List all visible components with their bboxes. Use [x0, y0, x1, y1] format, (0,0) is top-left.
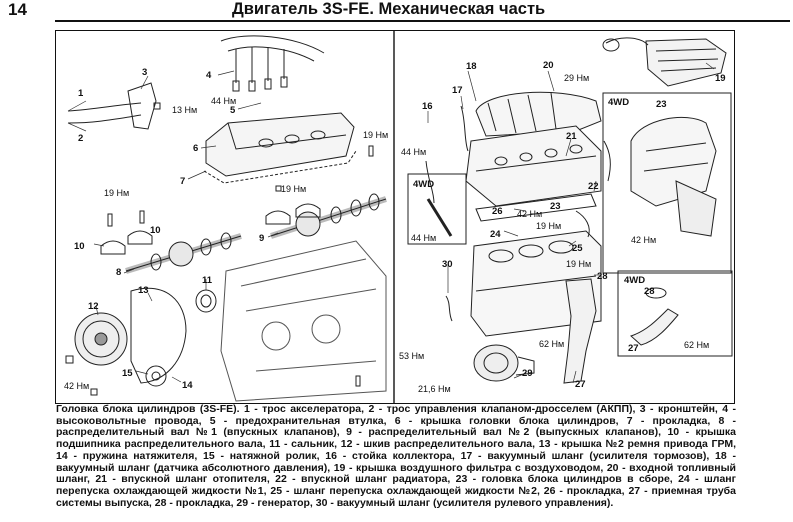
part-label-9: 9 [259, 233, 264, 244]
hv-wires-shape [220, 35, 325, 92]
torque-label-21-6: 21,6 Нм [418, 384, 451, 394]
engine-block-sketch [220, 240, 387, 402]
variant-label-pipe: 4WD [624, 275, 645, 286]
accelerator-cable-shape [67, 102, 142, 112]
variant-box-head [602, 92, 732, 274]
part-label-13: 13 [138, 285, 149, 296]
cylinder-head-shape [465, 125, 602, 207]
variant-pipe-shape [630, 287, 679, 346]
part-label-23: 23 [656, 99, 667, 110]
part-label-23b: 23 [550, 201, 561, 212]
hose-16-shape [425, 160, 435, 204]
timing-cover-shape [130, 287, 187, 384]
bearing-caps-shape [100, 203, 321, 255]
torque-label-42-mid: 42 Нм [517, 209, 542, 219]
idler-pulley-shape [145, 365, 167, 387]
part-label-2: 2 [78, 133, 83, 144]
part-label-18: 18 [466, 61, 477, 72]
part-label-11: 11 [202, 275, 213, 286]
part-label-10a: 10 [74, 241, 85, 252]
torque-label-42-left: 42 Нм [64, 381, 89, 391]
figure-caption: Головка блока цилиндров (3S-FE). 1 - тро… [56, 403, 736, 509]
air-filter-cover-shape [602, 37, 727, 87]
camshaft-2-shape [270, 193, 387, 239]
torque-label-44-right: 44 Нм [401, 147, 426, 157]
torque-label-13: 13 Нм [172, 105, 197, 115]
variant-box-stay [407, 173, 467, 245]
torque-label-19-d: 19 Нм [536, 221, 561, 231]
camshaft-1-shape [125, 232, 242, 274]
part-label-30: 30 [442, 259, 453, 270]
part-label-28b: 28 [644, 286, 655, 297]
hose-25-shape [575, 210, 590, 238]
part-label-3: 3 [142, 67, 147, 78]
torque-label-62-variant: 62 Нм [684, 340, 709, 350]
torque-label-44-top: 44 Нм [211, 96, 236, 106]
part-label-14: 14 [182, 380, 193, 391]
part-label-24: 24 [490, 229, 501, 240]
hose-21-shape [603, 140, 611, 182]
throttle-cable-shape [67, 114, 142, 124]
torque-label-42-variant: 42 Нм [631, 235, 656, 245]
hose-17-shape [460, 105, 469, 152]
part-label-8: 8 [116, 267, 121, 278]
header-rule [55, 20, 790, 22]
torque-label-19-b: 19 Нм [281, 184, 306, 194]
variant-label-head: 4WD [608, 97, 629, 108]
variant-box-pipe [617, 270, 733, 357]
part-label-1: 1 [78, 88, 84, 99]
part-label-27: 27 [575, 379, 586, 390]
gasket-shape [475, 193, 597, 222]
part-label-28: 28 [597, 271, 608, 282]
part-label-10b: 10 [150, 225, 161, 236]
part-label-12: 12 [88, 301, 99, 312]
hose-30-shape [445, 295, 453, 322]
torque-label-53: 53 Нм [399, 351, 424, 361]
intake-manifold-shape [475, 91, 602, 137]
head-cover-shape [203, 112, 357, 184]
part-label-21: 21 [566, 131, 577, 142]
torque-label-19-e: 19 Нм [566, 259, 591, 269]
part-label-16: 16 [422, 101, 433, 112]
part-label-25: 25 [572, 243, 583, 254]
variant-label-stay: 4WD [413, 179, 434, 190]
bracket-shape [127, 82, 157, 130]
exhaust-pipe-shape [563, 278, 597, 384]
torque-label-62: 62 Нм [539, 339, 564, 349]
torque-label-29: 29 Нм [564, 73, 589, 83]
part-label-19: 19 [715, 73, 726, 84]
page-title: Двигатель 3S-FE. Механическая часть [232, 0, 546, 18]
exploded-view-figure: 1 2 3 4 5 6 7 8 9 10 10 11 12 13 14 15 1… [55, 30, 735, 404]
part-label-22: 22 [588, 181, 599, 192]
figure-drawing: 1 2 3 4 5 6 7 8 9 10 10 11 12 13 14 15 1… [64, 31, 733, 403]
part-label-27b: 27 [628, 343, 639, 354]
oil-seal-shape [195, 289, 217, 313]
part-label-26: 26 [492, 206, 503, 217]
part-label-4: 4 [206, 70, 212, 81]
page-number: 14 [8, 0, 27, 19]
torque-label-19-a: 19 Нм [363, 130, 388, 140]
variant-stay-shape [426, 198, 453, 237]
cam-pulley-shape [74, 312, 128, 366]
part-label-7: 7 [180, 176, 185, 187]
part-label-5: 5 [230, 105, 236, 116]
torque-label-44-variant: 44 Нм [411, 233, 436, 243]
part-label-15: 15 [122, 368, 133, 379]
alternator-shape [473, 344, 535, 382]
cylinder-block-shape [470, 230, 602, 337]
page-header: 14 Двигатель 3S-FE. Механическая часть [0, 0, 793, 20]
torque-label-19-c: 19 Нм [104, 188, 129, 198]
part-label-20: 20 [543, 60, 554, 71]
bolts-shape [65, 102, 374, 396]
variant-head-shape [630, 116, 717, 237]
part-label-29: 29 [522, 368, 533, 379]
part-label-17: 17 [452, 85, 463, 96]
part-label-6: 6 [193, 143, 198, 154]
